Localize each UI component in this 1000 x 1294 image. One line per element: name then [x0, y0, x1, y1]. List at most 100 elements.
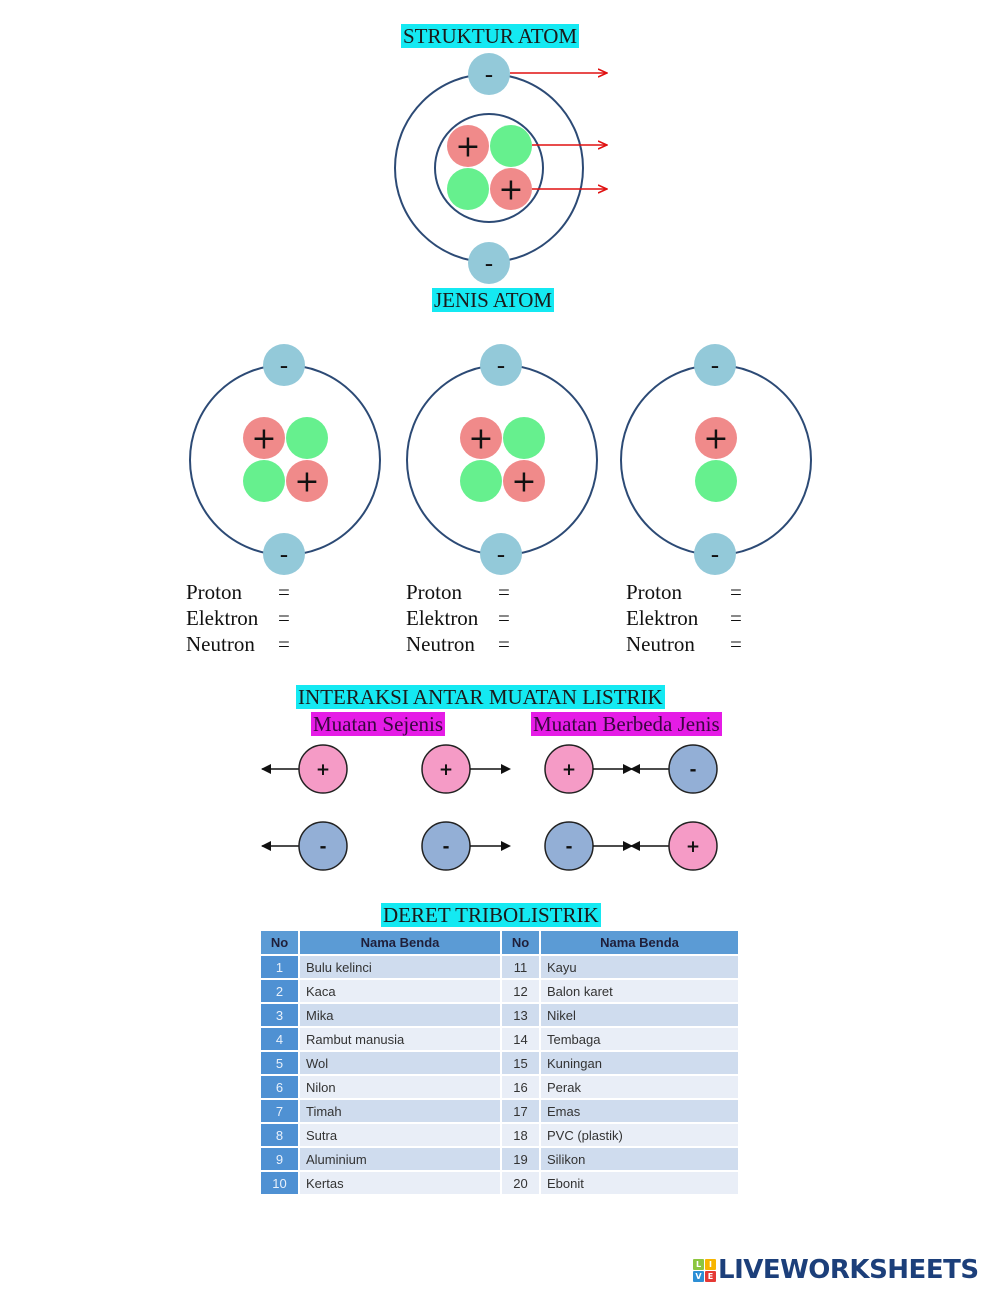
- electron-label: Elektron: [406, 606, 479, 630]
- charge: -: [544, 821, 594, 871]
- neutron-circle: [243, 460, 285, 502]
- neutron-label: Neutron: [626, 632, 695, 656]
- different-charge-pair-1: +-: [544, 744, 718, 794]
- row-name-left: Nilon: [300, 1074, 502, 1098]
- electron-circle: [694, 344, 736, 386]
- proton: +: [503, 460, 545, 502]
- proton-sign: +: [294, 465, 319, 500]
- proton-sign: +: [703, 422, 728, 457]
- row-name-right: Kuningan: [541, 1050, 740, 1074]
- proton: +: [460, 417, 502, 459]
- label-proton-1: Proton=: [186, 579, 290, 605]
- electron-sign: -: [280, 540, 289, 568]
- different-charge-pair-2: -+: [544, 821, 718, 871]
- charge-circle: [298, 821, 348, 871]
- electron: -: [694, 344, 736, 386]
- row-no-right: 13: [502, 1002, 541, 1026]
- logo-tiles-icon: L I V E: [693, 1258, 716, 1282]
- proton: +: [490, 168, 532, 210]
- interaction-title: INTERAKSI ANTAR MUATAN LISTRIK: [296, 685, 665, 709]
- atom-type-1: ++--: [189, 344, 381, 575]
- row-no-left: 3: [261, 1002, 300, 1026]
- electron: -: [480, 344, 522, 386]
- same-charge-pair-2: --: [261, 821, 511, 871]
- electron-circle: [468, 242, 510, 284]
- charge-sign: +: [562, 760, 576, 780]
- label-neutron-1: Neutron=: [186, 631, 290, 657]
- electron: -: [468, 53, 510, 95]
- label-proton-2: Proton =: [406, 579, 510, 605]
- charge-circle: [668, 744, 718, 794]
- label-electron-2: Elektron =: [406, 605, 510, 631]
- row-name-right: Balon karet: [541, 978, 740, 1002]
- orbit: [189, 364, 381, 556]
- row-no-left: 8: [261, 1122, 300, 1146]
- row-no-right: 11: [502, 954, 541, 978]
- logo-tile-i: I: [705, 1258, 716, 1270]
- charge-sign: +: [686, 837, 700, 857]
- row-name-right: Emas: [541, 1098, 740, 1122]
- row-no-left: 6: [261, 1074, 300, 1098]
- electron-sign: -: [485, 249, 494, 277]
- proton-circle: [503, 460, 545, 502]
- orbit: [406, 364, 598, 556]
- row-no-left: 5: [261, 1050, 300, 1074]
- row-name-right: Tembaga: [541, 1026, 740, 1050]
- tribo-title: DERET TRIBOLISTRIK: [381, 903, 601, 927]
- label-electron-3: Elektron=: [626, 605, 742, 631]
- electron-label: Elektron: [626, 606, 699, 630]
- neutron: [503, 417, 545, 459]
- liveworksheets-logo: L I V E LIVEWORKSHEETS: [693, 1255, 979, 1285]
- proton-circle: [490, 168, 532, 210]
- charge-sign: +: [316, 760, 330, 780]
- equals-sign: =: [730, 632, 742, 656]
- proton-label: Proton: [406, 580, 463, 604]
- equals-sign: =: [498, 632, 510, 656]
- row-name-left: Timah: [300, 1098, 502, 1122]
- same-charge-label: Muatan Sejenis: [311, 712, 446, 736]
- label-proton-3: Proton=: [626, 579, 742, 605]
- charge: -: [421, 821, 471, 871]
- proton-sign: +: [251, 422, 276, 457]
- equals-sign: =: [498, 606, 510, 630]
- proton-sign: +: [455, 130, 480, 165]
- charge: +: [298, 744, 348, 794]
- charge-sign: -: [689, 760, 696, 780]
- row-no-left: 10: [261, 1170, 300, 1194]
- proton-circle: [695, 417, 737, 459]
- electron-sign: -: [711, 540, 720, 568]
- row-no-right: 16: [502, 1074, 541, 1098]
- repel-arrow-left-icon: [261, 841, 271, 851]
- equals-sign: =: [278, 580, 290, 604]
- neutron-circle: [695, 460, 737, 502]
- row-no-right: 12: [502, 978, 541, 1002]
- row-no-left: 9: [261, 1146, 300, 1170]
- charge: +: [544, 744, 594, 794]
- row-no-right: 14: [502, 1026, 541, 1050]
- row-name-right: Ebonit: [541, 1170, 740, 1194]
- electron-circle: [694, 533, 736, 575]
- same-charge-pair-1: ++: [261, 744, 511, 794]
- equals-sign: =: [498, 580, 510, 604]
- neutron-circle: [490, 125, 532, 167]
- atom-types-title: JENIS ATOM: [432, 288, 555, 312]
- neutron-label: Neutron: [406, 632, 475, 656]
- proton-circle: [447, 125, 489, 167]
- row-name-right: Perak: [541, 1074, 740, 1098]
- charge-circle: [298, 744, 348, 794]
- row-name-left: Aluminium: [300, 1146, 502, 1170]
- charge-sign: +: [439, 760, 453, 780]
- neutron-label: Neutron: [186, 632, 255, 656]
- row-name-right: PVC (plastik): [541, 1122, 740, 1146]
- atom-type-2: ++--: [406, 344, 598, 575]
- label-neutron-3: Neutron =: [626, 631, 742, 657]
- attract-arrow-right-icon: [623, 841, 633, 851]
- row-name-left: Wol: [300, 1050, 502, 1074]
- row-no-right: 18: [502, 1122, 541, 1146]
